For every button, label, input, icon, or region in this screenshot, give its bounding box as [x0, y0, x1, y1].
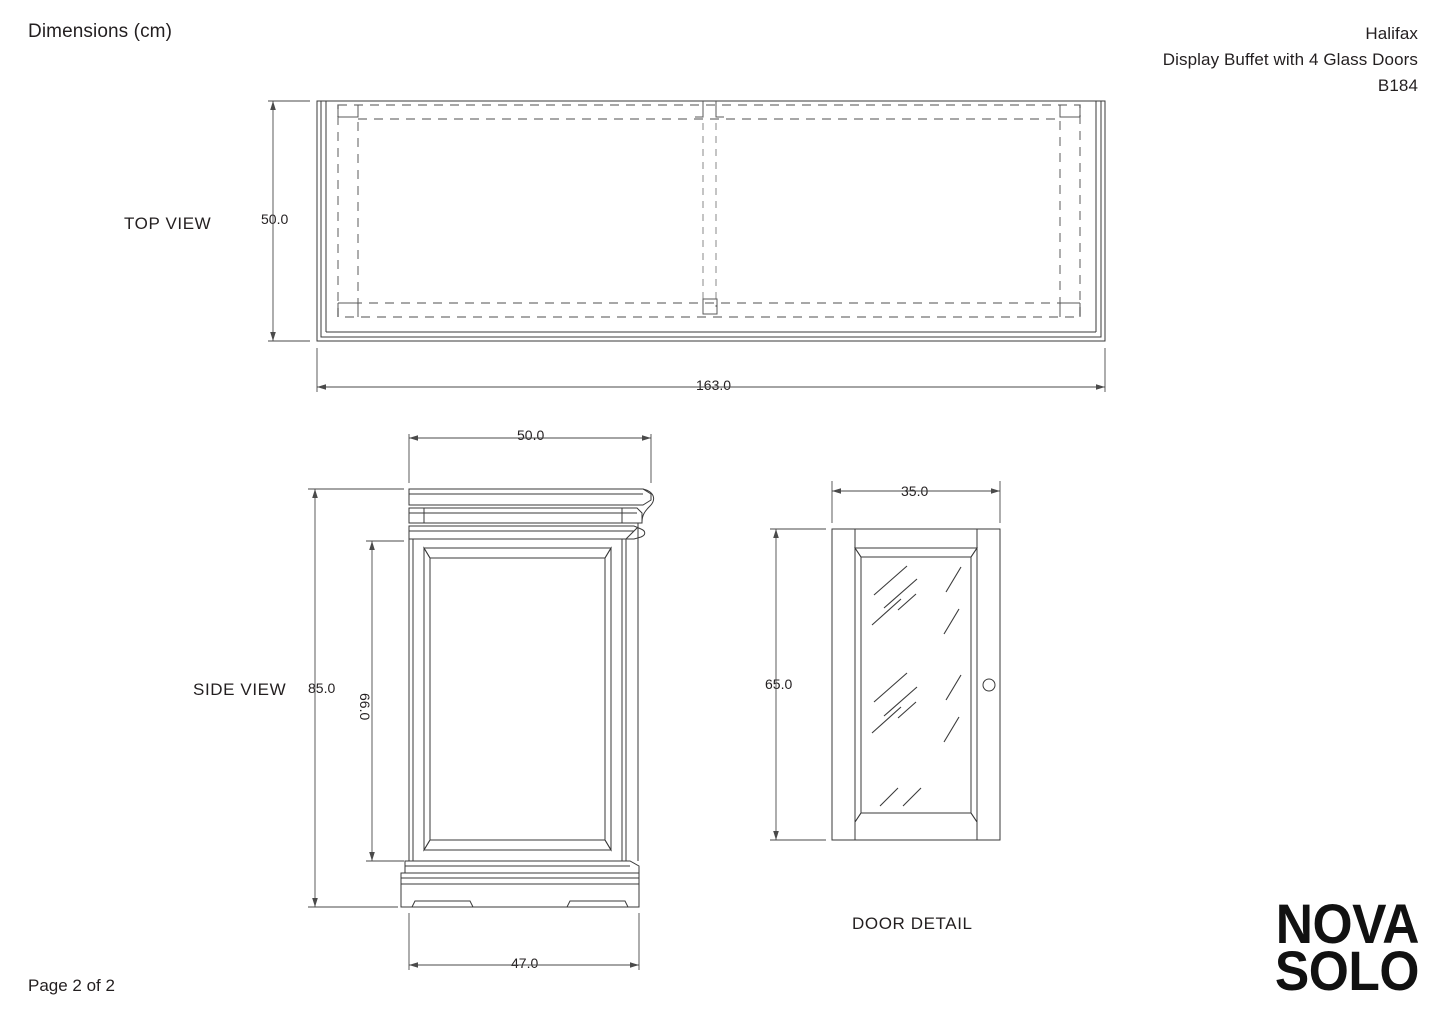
side-view-drawing: [308, 434, 655, 970]
door-knob-icon: [982, 678, 996, 692]
page-title: Dimensions (cm): [28, 21, 173, 42]
logo-line-solo: SOLO: [1274, 939, 1420, 1003]
novasolo-logo: NOVA SOLO: [1249, 892, 1420, 1003]
door-detail-label: DOOR DETAIL: [852, 914, 973, 933]
top-view-drawing: [268, 100, 1106, 392]
product-name: Display Buffet with 4 Glass Doors: [1162, 50, 1418, 69]
door-detail-drawing: [770, 481, 1001, 841]
glass-hatch-marks: [871, 565, 962, 807]
page-number: Page 2 of 2: [28, 976, 115, 995]
product-sku: B184: [1377, 76, 1418, 95]
side-view-label: SIDE VIEW: [193, 680, 287, 699]
top-view-label: TOP VIEW: [124, 214, 212, 233]
collection-name: Halifax: [1365, 24, 1418, 43]
logo-line-nova: NOVA: [1275, 892, 1420, 955]
